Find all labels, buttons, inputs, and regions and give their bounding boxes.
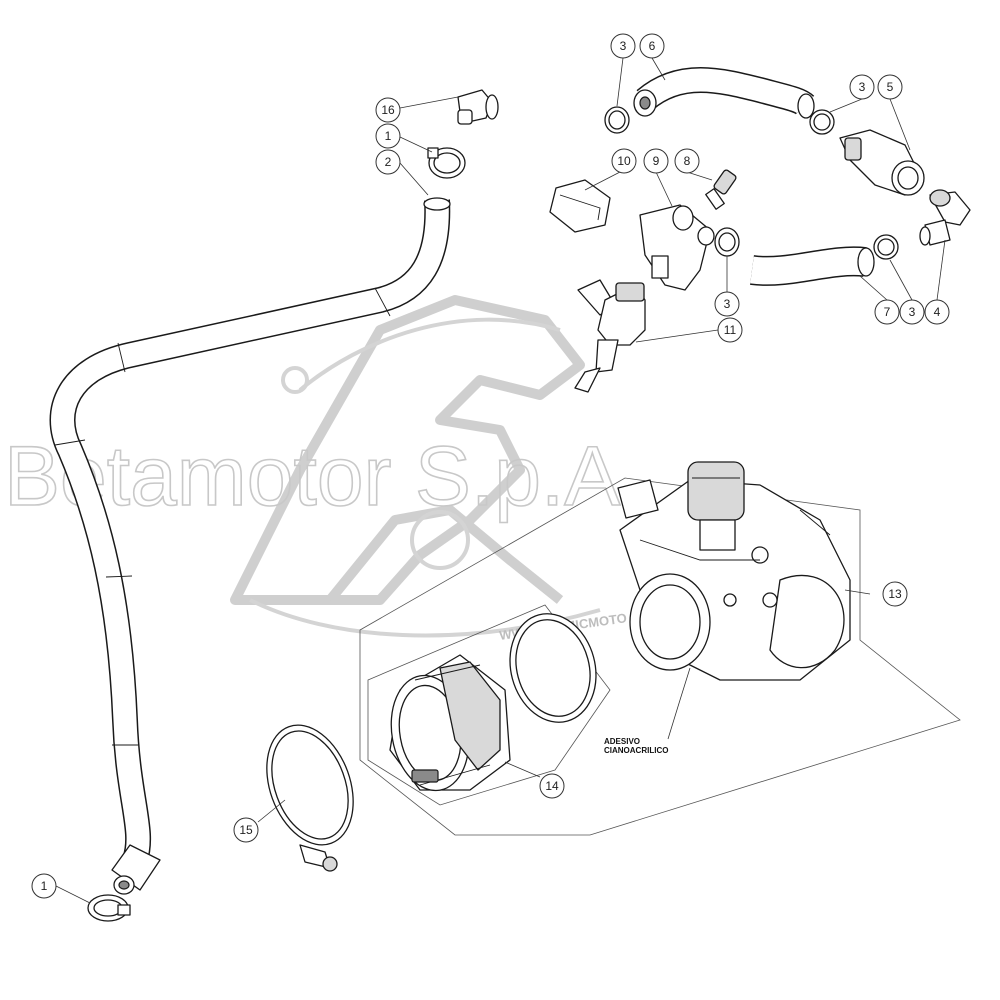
callout-11-label: 11	[724, 323, 737, 337]
callout-3-b: 3	[849, 74, 875, 100]
callout-3-a: 3	[610, 33, 636, 59]
part-4-elbow	[919, 189, 971, 246]
callout-15-label: 15	[239, 823, 253, 837]
callout-16-label: 16	[381, 103, 395, 117]
callout-3-d-label: 3	[909, 305, 916, 319]
part-11-injector	[574, 279, 646, 393]
part-15-band-clamp	[266, 724, 354, 872]
part-3-clamp-c	[714, 227, 740, 257]
callout-8: 8	[674, 148, 700, 174]
callout-10: 10	[611, 148, 637, 174]
callout-3-c-label: 3	[724, 297, 731, 311]
part-6-hose	[633, 67, 815, 119]
seal-ring	[509, 613, 597, 723]
callout-10-label: 10	[617, 154, 631, 168]
part-10-connector	[549, 179, 611, 233]
adhesive-note: ADESIVO CIANOACRILICO	[604, 737, 668, 755]
callout-2-label: 2	[385, 155, 392, 169]
callout-13: 13	[882, 581, 908, 607]
callout-8-label: 8	[684, 154, 691, 168]
part-8-screw	[705, 169, 737, 210]
part-7-hose	[750, 246, 875, 286]
callout-4: 4	[924, 299, 950, 325]
callout-7: 7	[874, 299, 900, 325]
part-3-clamp-b	[809, 109, 835, 135]
part-14-manifold	[389, 654, 511, 792]
part-1-clamp-top	[427, 147, 466, 179]
adhesive-note-line2: CIANOACRILICO	[604, 746, 668, 755]
callout-5-label: 5	[887, 80, 894, 94]
part-1-clamp-bottom	[87, 894, 131, 922]
callout-11: 11	[717, 317, 743, 343]
hose-long	[49, 197, 451, 895]
part-13-throttle-body	[617, 461, 851, 681]
part-3-clamp-d	[873, 234, 899, 260]
callout-1-bottom: 1	[31, 873, 57, 899]
callout-1-top-label: 1	[385, 129, 392, 143]
callout-13-label: 13	[888, 587, 902, 601]
callout-3-d: 3	[899, 299, 925, 325]
callout-5: 5	[877, 74, 903, 100]
assembly-frame-14	[367, 604, 611, 806]
callout-14-label: 14	[545, 779, 559, 793]
callout-9: 9	[643, 148, 669, 174]
part-5-valve	[839, 129, 925, 196]
callout-7-label: 7	[884, 305, 891, 319]
callout-3-a-label: 3	[620, 39, 627, 53]
callout-9-label: 9	[653, 154, 660, 168]
callout-1-top: 1	[375, 123, 401, 149]
callout-16: 16	[375, 97, 401, 123]
callout-3-b-label: 3	[859, 80, 866, 94]
part-9-sensor	[639, 204, 715, 291]
adhesive-note-line1: ADESIVO	[604, 737, 640, 746]
callout-6: 6	[639, 33, 665, 59]
callout-14: 14	[539, 773, 565, 799]
part-16-connector	[457, 89, 499, 125]
callout-2: 2	[375, 149, 401, 175]
callout-1-bottom-label: 1	[41, 879, 48, 893]
callout-6-label: 6	[649, 39, 656, 53]
part-3-clamp-a	[604, 106, 630, 134]
callout-15: 15	[233, 817, 259, 843]
callout-4-label: 4	[934, 305, 941, 319]
watermark-company: Betamotor S.p.A.	[4, 429, 644, 523]
leader-lines	[55, 57, 946, 904]
callout-3-c: 3	[714, 291, 740, 317]
